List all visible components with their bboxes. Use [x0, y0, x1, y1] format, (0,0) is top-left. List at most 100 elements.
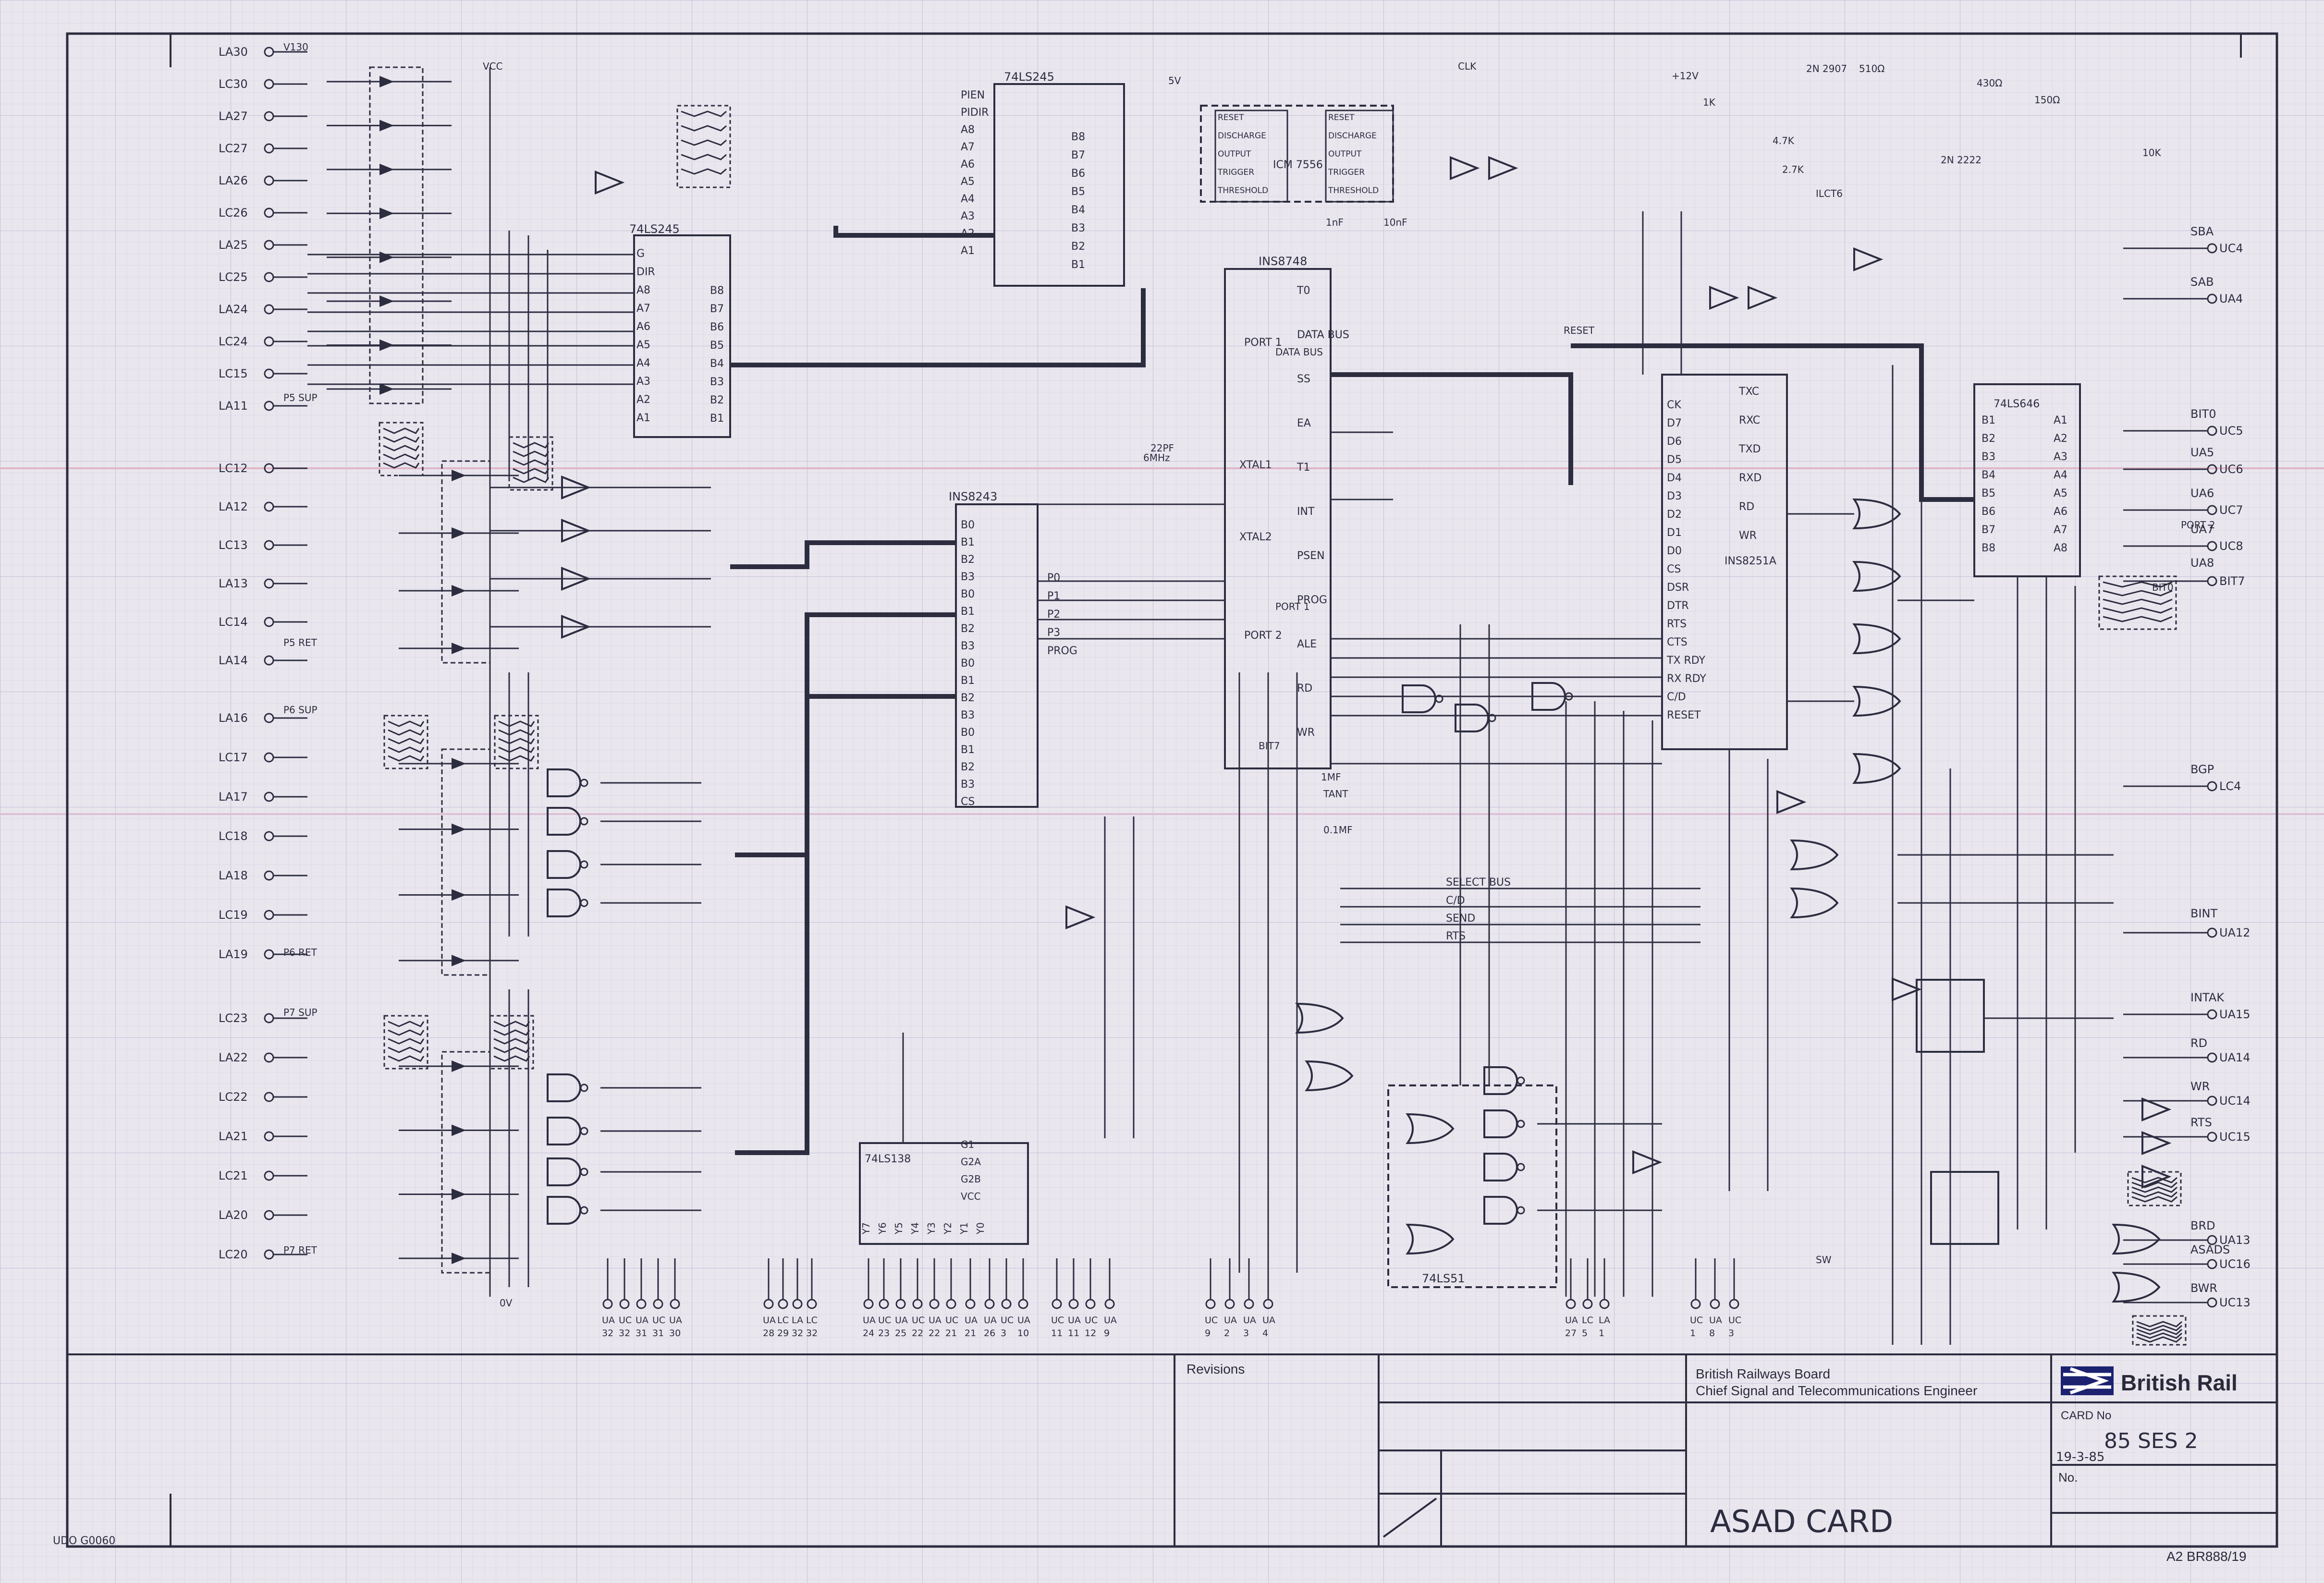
- svg-text:74LS646: 74LS646: [1994, 398, 2040, 410]
- bottom-pin-name: UC: [1690, 1315, 1703, 1326]
- chip-pin-label: A7: [961, 141, 975, 153]
- bottom-pin-name: LC: [777, 1315, 789, 1326]
- bottom-pin-name: UC: [619, 1315, 632, 1326]
- component-label: 2.7K: [1782, 164, 1804, 175]
- chip-pin-label: T1: [1297, 462, 1310, 474]
- chip-pin-label: B8: [1982, 542, 1995, 554]
- left-io-label: LA13: [219, 577, 248, 590]
- bottom-pin-number: 32: [602, 1328, 613, 1339]
- right-io-label: UC14: [2219, 1094, 2251, 1108]
- chip-pin-label: CTS: [1667, 636, 1688, 648]
- bottom-pin-number: 26: [984, 1328, 995, 1339]
- chip-pin-label: A3: [961, 210, 975, 222]
- chip-pin-label: B5: [710, 340, 724, 352]
- chip-pin-label: DSR: [1667, 582, 1689, 594]
- bottom-pin-name: UA: [1224, 1315, 1237, 1326]
- right-io-label: BIT0: [2190, 407, 2216, 421]
- thick-buses: [730, 226, 1974, 1155]
- chip-pin-label: RESET: [1667, 709, 1701, 721]
- right-io-label: UC4: [2219, 242, 2243, 255]
- bottom-pin-number: 11: [1051, 1328, 1063, 1339]
- chip-pin-label: RESET: [1218, 113, 1244, 122]
- left-io-label: LA14: [219, 654, 248, 667]
- card-no-label: CARD No: [2061, 1409, 2111, 1422]
- bottom-pin-name: UA: [929, 1315, 942, 1326]
- drawing-border: [66, 32, 2278, 1548]
- revisions-label: Revisions: [1186, 1362, 1245, 1376]
- chip-pin-label: A3: [636, 376, 650, 388]
- bottom-pin-name: UC: [1051, 1315, 1064, 1326]
- chip-pin-label: B2: [961, 554, 975, 566]
- chip-pin-label: A4: [2054, 469, 2067, 481]
- chip-pin-label: B2: [961, 692, 975, 704]
- supply-label: V130: [283, 41, 308, 53]
- bottom-pin-number: 27: [1565, 1328, 1577, 1339]
- chip-pin-label: DISCHARGE: [1328, 131, 1377, 141]
- bottom-pin-number: 31: [636, 1328, 647, 1339]
- bus-name-label: C/D: [1446, 895, 1465, 907]
- right-io-label: UC7: [2219, 503, 2243, 517]
- bottom-connector-pins: UA32UC32UA31UC31UA30UA28LC29LA32LC32UA24…: [602, 1258, 1741, 1339]
- svg-text:XTAL2: XTAL2: [1239, 531, 1272, 543]
- chip-pin-label: B1: [1982, 414, 1995, 426]
- bottom-pin-number: 25: [895, 1328, 906, 1339]
- chip-pin-label: B6: [1071, 168, 1085, 180]
- chip-pin-label: THRESHOLD: [1217, 186, 1268, 195]
- component-label: RESET: [1564, 325, 1595, 336]
- bottom-pin-number: 21: [945, 1328, 957, 1339]
- component-label: 150Ω: [2034, 94, 2060, 106]
- bottom-pin-number: 1: [1690, 1328, 1696, 1339]
- chip-pin-label: A8: [636, 284, 650, 296]
- chip-pin-label: B3: [1071, 222, 1085, 234]
- component-label: 5V: [1168, 75, 1181, 86]
- bottom-pin-name: UA: [763, 1315, 776, 1326]
- bottom-pin-number: 10: [1017, 1328, 1029, 1339]
- bottom-pin-number: 24: [863, 1328, 874, 1339]
- chip-pin-label: DISCHARGE: [1218, 131, 1266, 141]
- chip-pin-label: B0: [961, 658, 975, 670]
- chip-pin-label: D4: [1667, 472, 1682, 484]
- opto-isolator-blocks: [327, 66, 2187, 1346]
- component-label: VCC: [483, 61, 503, 72]
- supply-label: P7 SUP: [283, 1007, 318, 1018]
- supply-label: P5 SUP: [283, 392, 318, 403]
- supply-label: P6 RET: [283, 947, 318, 958]
- bottom-pin-name: UC: [652, 1315, 665, 1326]
- right-io-label: UC13: [2219, 1296, 2251, 1309]
- bottom-pin-number: 32: [806, 1328, 818, 1339]
- chip-pin-label: T0: [1297, 285, 1310, 297]
- no-label: No.: [2058, 1470, 2078, 1485]
- component-label: 4.7K: [1773, 135, 1795, 146]
- logic-gates: [547, 156, 2172, 1303]
- bottom-pin-number: 11: [1068, 1328, 1079, 1339]
- chip-pin-label: B2: [961, 761, 975, 773]
- component-label: 510Ω: [1859, 63, 1884, 74]
- chip-pin-label: B6: [1982, 506, 1995, 518]
- chip-pin-label: WR: [1739, 530, 1757, 542]
- chip-pin-label: B1: [710, 413, 724, 425]
- bottom-pin-name: UA: [1243, 1315, 1256, 1326]
- left-margin-code: UDO G0060: [53, 1535, 115, 1547]
- chip-pin-label: C/D: [1667, 691, 1686, 703]
- chip-pin-label: A1: [2054, 414, 2067, 426]
- chip-pin-label: B3: [961, 640, 975, 652]
- chip-pin-label: CS: [961, 796, 975, 808]
- chip-pin-label: INT: [1297, 506, 1315, 518]
- component-label: 2N 2907: [1806, 63, 1847, 74]
- chip-pin-label: D2: [1667, 509, 1682, 521]
- supply-label: P7 RET: [283, 1244, 318, 1256]
- chip-pin-label: B3: [961, 779, 975, 791]
- chip-pin-label: RD: [1297, 682, 1312, 694]
- right-io-label: BGP: [2190, 763, 2214, 776]
- chip-pin-label: PROG: [1297, 594, 1327, 606]
- chip-pin-label: B2: [961, 623, 975, 635]
- bottom-pin-number: 1: [1599, 1328, 1604, 1339]
- chip-pin-label: D7: [1667, 417, 1682, 429]
- right-io-label: UA6: [2190, 487, 2214, 500]
- chip-pin-label: A2: [636, 394, 650, 406]
- component-label: DATA BUS: [1275, 346, 1323, 358]
